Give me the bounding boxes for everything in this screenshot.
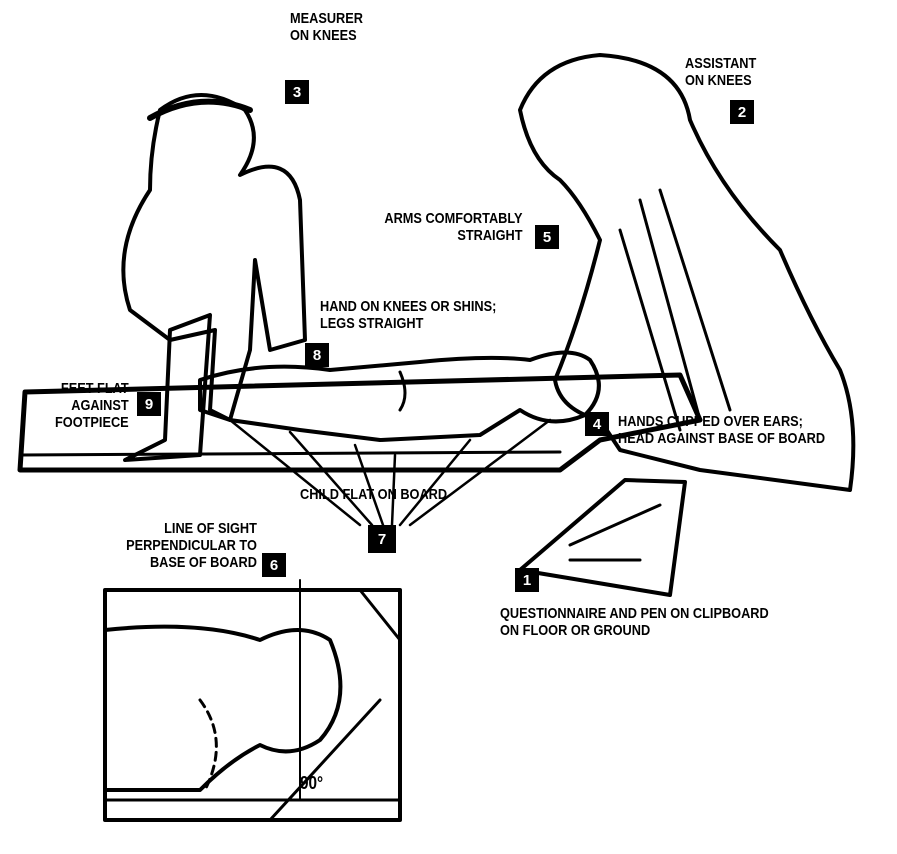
- badge-2: 2: [730, 100, 754, 124]
- label-hands-cupped: HANDS CUPPED OVER EARS;HEAD AGAINST BASE…: [618, 413, 826, 447]
- inset-frame: [103, 588, 402, 822]
- badge-3: 3: [285, 80, 309, 104]
- inset-child-head: [103, 624, 343, 792]
- clipboard: [518, 478, 687, 597]
- label-child: CHILD FLAT ON BOARD: [300, 486, 448, 503]
- badge-5: 5: [535, 225, 559, 249]
- badge-6: 6: [262, 553, 286, 577]
- footpiece: [123, 313, 212, 462]
- measuring-board: [17, 372, 703, 473]
- badge-1: 1: [515, 568, 539, 592]
- badge-4: 4: [585, 412, 609, 436]
- badge-9: 9: [137, 392, 161, 416]
- label-angle: 90°: [300, 773, 324, 793]
- assistant-figure: [518, 53, 856, 492]
- badge-7: 7: [368, 525, 396, 553]
- badge-8: 8: [305, 343, 329, 367]
- label-hand: HAND ON KNEES OR SHINS;LEGS STRAIGHT: [320, 298, 497, 332]
- pointer-arrows: [228, 418, 552, 527]
- measurer-figure: [121, 93, 307, 422]
